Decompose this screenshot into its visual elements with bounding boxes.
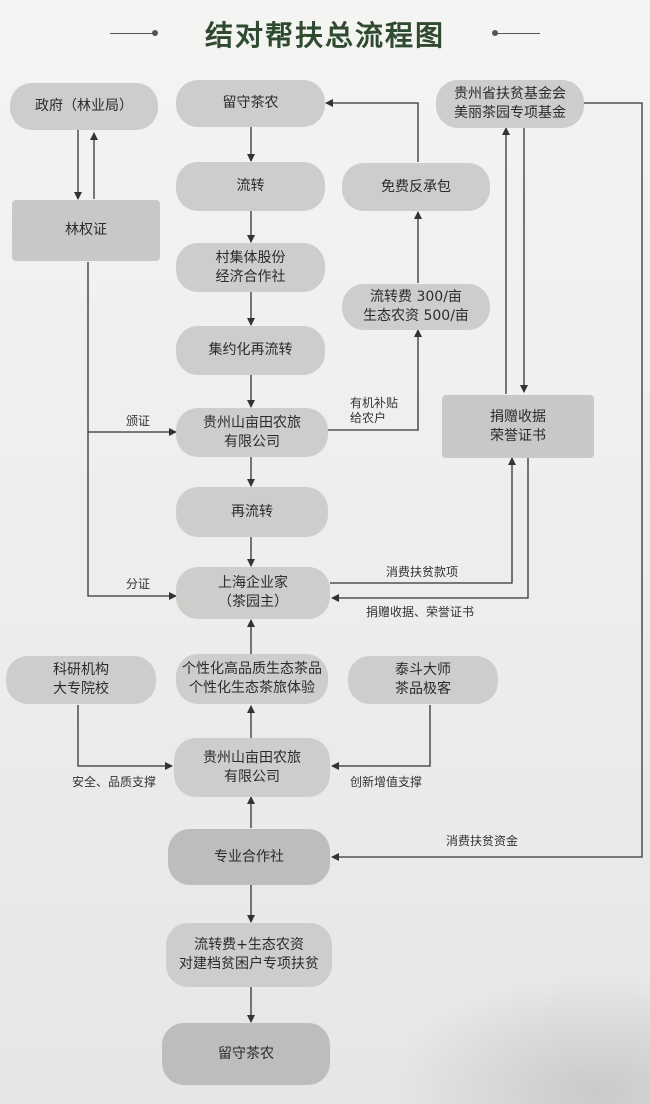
node-left-farmers: 留守茶农 xyxy=(176,80,325,127)
label-safety-quality: 安全、品质支撑 xyxy=(72,775,157,789)
node-shanghai-entrepreneur: 上海企业家 （茶园主） xyxy=(176,567,330,619)
label-receipt-back: 捐赠收据、荣誉证书 xyxy=(366,605,475,619)
node-fee-poverty: 流转费+生态农资 对建档贫困户专项扶贫 xyxy=(166,923,332,987)
node-government: 政府（林业局） xyxy=(10,83,158,130)
node-tea-masters: 泰斗大师 茶品极客 xyxy=(348,656,498,704)
node-retransfer: 再流转 xyxy=(176,487,328,537)
label-organic-subsidy: 有机补贴 给农户 xyxy=(350,396,399,425)
arrow-research-to-company xyxy=(77,705,173,770)
arrow-master-to-company xyxy=(331,705,431,770)
node-research-institutes: 科研机构 大专院校 xyxy=(6,656,156,704)
node-company-top: 贵州山亩田农旅 有限公司 xyxy=(176,408,328,457)
node-left-farmers-bottom: 留守茶农 xyxy=(162,1023,330,1085)
node-transfer: 流转 xyxy=(176,162,325,211)
arrow-cert-split xyxy=(87,432,177,600)
node-foundation: 贵州省扶贫基金会 美丽茶园专项基金 xyxy=(436,80,584,128)
title-line-left xyxy=(110,33,155,34)
title-dot-left xyxy=(152,30,158,36)
node-donation-receipt: 捐赠收据 荣誉证书 xyxy=(442,395,594,458)
node-village-coop: 村集体股份 经济合作社 xyxy=(176,243,325,292)
label-consumption-funds: 消费扶贫款项 xyxy=(386,565,459,579)
arrow-shanghai-to-donation xyxy=(330,457,516,584)
node-intensive-retransfer: 集约化再流转 xyxy=(176,326,325,375)
label-consumption-capital: 消费扶贫资金 xyxy=(446,834,519,848)
title-line-right xyxy=(495,33,540,34)
label-issue-cert: 颁证 xyxy=(126,414,151,428)
arrow-donation-to-shanghai xyxy=(331,458,529,602)
diagram-title: 结对帮扶总流程图 xyxy=(204,19,445,52)
node-personalized-products: 个性化高品质生态茶品 个性化生态茶旅体验 xyxy=(176,654,328,704)
node-fees: 流转费 300/亩 生态农资 500/亩 xyxy=(342,284,490,330)
arrow-free-to-farmers xyxy=(325,99,419,162)
background-mist xyxy=(390,974,650,1104)
label-innovation: 创新增值支撑 xyxy=(350,775,423,789)
arrow-foundation-to-pro-coop xyxy=(331,102,643,861)
node-forest-cert: 林权证 xyxy=(12,200,160,261)
node-free-contract: 免费反承包 xyxy=(342,163,490,211)
arrow-cert-issue xyxy=(87,262,177,436)
arrow-company-to-fees xyxy=(328,329,422,431)
label-split-cert: 分证 xyxy=(126,577,151,591)
node-company-bottom: 贵州山亩田农旅 有限公司 xyxy=(174,738,330,797)
node-pro-coop: 专业合作社 xyxy=(168,829,330,885)
